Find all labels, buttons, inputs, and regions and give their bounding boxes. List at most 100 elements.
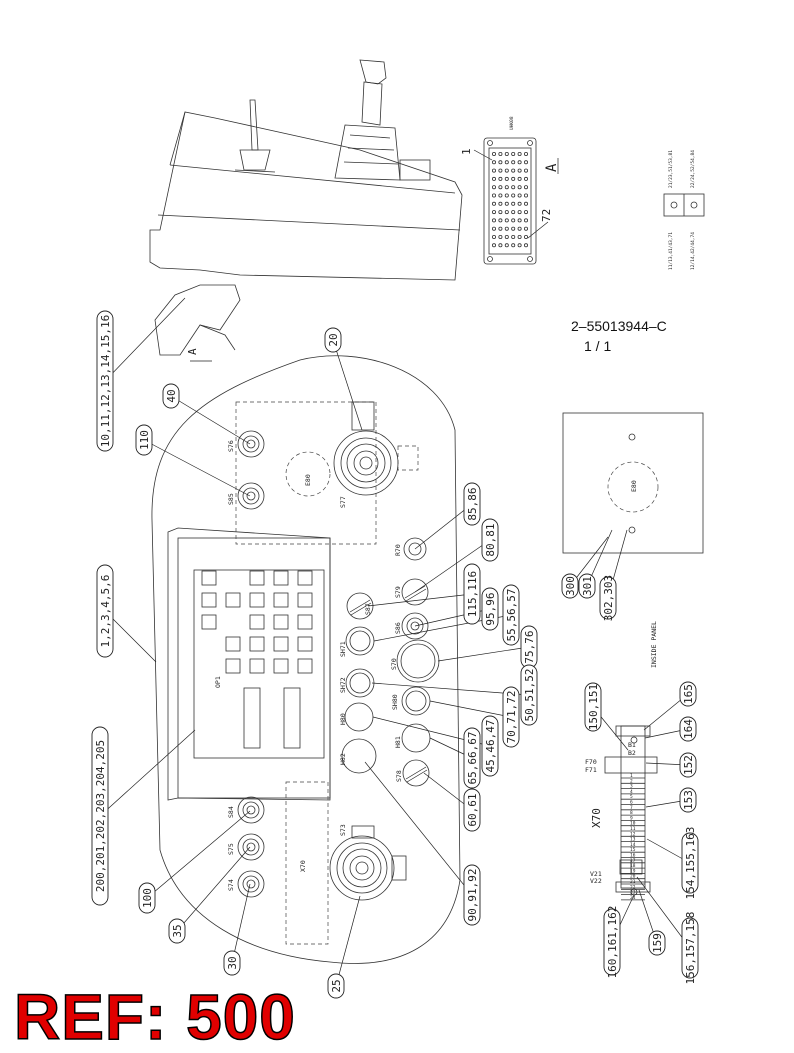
terminal-number: 9: [630, 815, 633, 821]
connector-pin: [517, 185, 522, 190]
callout-label: 300: [564, 576, 577, 596]
terminal-number: 6: [630, 800, 633, 806]
component-label: S79: [394, 586, 402, 598]
lamp-h80: [344, 702, 374, 732]
terminal-x70-label: X70: [590, 808, 603, 828]
leader-line: [636, 876, 691, 949]
callout-bubble: [463, 727, 481, 789]
connector-pin: [498, 210, 503, 215]
connector-pin: [517, 160, 522, 165]
connector-pin: [517, 210, 522, 215]
terminal-number: 12: [630, 831, 636, 837]
component-label: S77: [339, 496, 347, 508]
connector-pin: [491, 201, 496, 206]
callout-bubble: [162, 383, 180, 409]
op1-key: [297, 592, 313, 608]
callout-label: 35: [171, 924, 184, 937]
connector-pin: [517, 243, 522, 248]
inside-panel-e80: E80: [630, 480, 638, 492]
callout-label: 40: [165, 389, 178, 402]
button-r70: [403, 537, 427, 561]
connector-pin: [504, 168, 509, 173]
leader-line: [176, 846, 251, 932]
callout-label: 55,56,57: [505, 589, 518, 642]
callout-label: 25: [330, 979, 343, 992]
terminal-number: 22: [630, 884, 636, 890]
drawing-number: 2–55013944–C: [571, 318, 667, 334]
button-s84: [237, 796, 265, 824]
terminal-number: 7: [630, 805, 633, 811]
callout-label: 70,71,72: [505, 691, 518, 744]
connector-pin: [498, 243, 503, 248]
op1-key: [297, 570, 313, 586]
connector-pin: [511, 226, 516, 231]
callout-label: 10,11,12,13,14,15,16: [99, 315, 112, 447]
inside-panel: E80 INSIDE PANEL: [562, 412, 704, 668]
fuse-f71: F71: [585, 766, 597, 774]
callout-bubble: [96, 564, 114, 658]
connector-pin: [498, 168, 503, 173]
connector-pin: [524, 218, 529, 223]
connector-pin: [517, 193, 522, 198]
callout-bubble: [502, 584, 520, 646]
connector-pin: [504, 234, 509, 239]
connector-pin: [504, 201, 509, 206]
lamp-sh80: [401, 686, 431, 716]
contact-label-1: 21/23,51/53,81: [668, 150, 674, 188]
callout-label: 156,157,158: [684, 912, 697, 985]
callout-bubble: [679, 752, 697, 778]
connector-view-label: A: [544, 163, 560, 172]
callout-bubble: [584, 682, 602, 732]
component-label: X70: [299, 860, 307, 872]
callout-bubble: [481, 715, 499, 777]
callout-bubble: [599, 576, 617, 620]
callout-label: 302,303: [602, 575, 615, 621]
op1-key: [249, 636, 265, 652]
connector-pins: [491, 151, 529, 248]
connector-pin: [498, 151, 503, 156]
op1-keypad: [201, 570, 313, 674]
terminal-number: 3: [630, 784, 633, 790]
callout-label: 95,96: [484, 592, 497, 625]
connector-pin: [511, 193, 516, 198]
leader-line: [437, 646, 530, 662]
callout-bubble: [324, 327, 342, 353]
op1-key: [201, 570, 217, 586]
connector-pin: [517, 176, 522, 181]
callout-label: 110: [138, 430, 151, 450]
component-label: H82: [339, 753, 347, 765]
terminal-number: 11: [630, 826, 636, 832]
view-mark-a: A: [186, 348, 199, 355]
leader-line: [429, 700, 512, 718]
callout-label: 165: [682, 684, 695, 704]
terminal-number: 2: [630, 778, 633, 784]
connector-pin: [504, 226, 509, 231]
callout-bubble: [520, 664, 538, 726]
connector-pin: [511, 160, 516, 165]
connector-pin: [524, 193, 529, 198]
op1-key: [273, 658, 289, 674]
callout-label: 80,81: [484, 523, 497, 556]
op1-key: [249, 592, 265, 608]
leader-line: [332, 339, 363, 431]
callout-bubble: [648, 930, 666, 956]
lamp-h82: [341, 738, 377, 774]
callout-label: 160,161,162: [606, 906, 619, 979]
leader-line: [414, 539, 491, 593]
leader-line: [414, 503, 473, 550]
leader-line: [364, 761, 473, 896]
op1-key: [273, 636, 289, 652]
button-s74: [237, 870, 265, 898]
component-label: H81: [394, 736, 402, 748]
contact-label-3: 11/13,41/43,71: [668, 232, 674, 270]
component-label: S84: [227, 806, 235, 818]
lamp-sh72: [345, 668, 375, 698]
callout-bubble: [168, 918, 186, 944]
callout-bubble: [502, 686, 520, 748]
connector-pin: [511, 234, 516, 239]
callout-bubble: [679, 681, 697, 707]
op1-key: [297, 636, 313, 652]
connector-pin: [511, 210, 516, 215]
